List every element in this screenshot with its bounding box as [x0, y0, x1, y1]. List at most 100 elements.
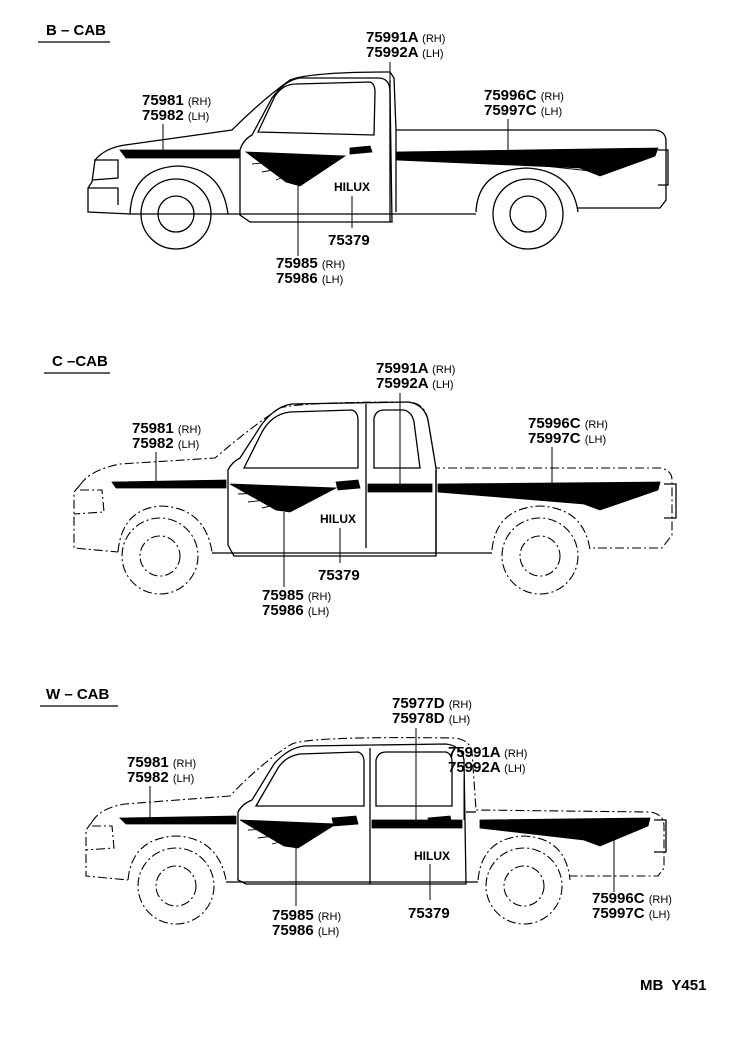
section-w-cab: W – CAB [40, 686, 672, 939]
part-number: 75379 [318, 567, 360, 584]
side-suffix: (RH) [308, 591, 331, 603]
part-number: 75992A [376, 375, 429, 392]
footer-code: MB Y451 [640, 977, 706, 994]
svg-text:75997C (LH): 75997C (LH) [484, 102, 562, 119]
callout-emblem: 75379 [318, 528, 360, 584]
callout-lower: 75985 (RH) 75986 (LH) [272, 848, 341, 939]
callout-emblem: 75379 [328, 196, 370, 249]
side-suffix: (RH) [322, 259, 345, 271]
svg-text:75978D (LH): 75978D (LH) [392, 710, 470, 727]
part-number: 75985 [262, 587, 304, 604]
svg-text:75985 (RH): 75985 (RH) [272, 907, 341, 924]
side-suffix: (RH) [173, 758, 196, 770]
side-suffix: (RH) [188, 96, 211, 108]
section-header: C –CAB [52, 353, 108, 370]
side-suffix: (RH) [422, 33, 445, 45]
part-number: 75986 [262, 602, 304, 619]
part-number: 75991A [376, 360, 429, 377]
section-c-cab: C –CAB [44, 353, 677, 619]
svg-text:75981 (RH): 75981 (RH) [127, 754, 196, 771]
svg-text:75982 (LH): 75982 (LH) [142, 107, 209, 124]
side-suffix: (RH) [649, 894, 672, 906]
side-suffix: (LH) [432, 379, 453, 391]
side-suffix: (RH) [504, 748, 527, 760]
side-suffix: (LH) [318, 926, 339, 938]
svg-text:75996C (RH): 75996C (RH) [528, 415, 608, 432]
svg-text:75991A (RH): 75991A (RH) [366, 29, 445, 46]
truck-c-cab [73, 401, 677, 595]
part-number: 75985 [276, 255, 318, 272]
part-number: 75977D [392, 695, 445, 712]
svg-text:75986 (LH): 75986 (LH) [262, 602, 329, 619]
svg-text:75981 (RH): 75981 (RH) [132, 420, 201, 437]
side-suffix: (LH) [178, 439, 199, 451]
part-number: 75992A [366, 44, 419, 61]
part-number: 75996C [528, 415, 581, 432]
svg-text:75997C (LH): 75997C (LH) [528, 430, 606, 447]
svg-text:75992A (LH): 75992A (LH) [366, 44, 444, 61]
side-suffix: (RH) [432, 364, 455, 376]
callout-right: 75996C (RH) 75997C (LH) [528, 415, 608, 484]
svg-text:75985 (RH): 75985 (RH) [276, 255, 345, 272]
part-number: 75997C [484, 102, 537, 119]
svg-text:75986 (LH): 75986 (LH) [272, 922, 339, 939]
part-number: 75981 [142, 92, 184, 109]
side-suffix: (LH) [188, 111, 209, 123]
side-suffix: (LH) [308, 606, 329, 618]
svg-text:75992A (LH): 75992A (LH) [376, 375, 454, 392]
section-b-cab: B – CAB [38, 22, 669, 287]
svg-text:75977D (RH): 75977D (RH) [392, 695, 472, 712]
callout-right: 75996C (RH) 75997C (LH) [484, 87, 564, 152]
hilux-logo: HILUX [414, 849, 450, 863]
svg-text:75982 (LH): 75982 (LH) [127, 769, 194, 786]
callout-lower: 75985 (RH) 75986 (LH) [276, 186, 345, 287]
section-header: B – CAB [46, 22, 106, 39]
part-number: 75996C [592, 890, 645, 907]
callout-lower: 75985 (RH) 75986 (LH) [262, 512, 331, 619]
part-number: 75986 [276, 270, 318, 287]
callout-top: 75991A (RH) 75992A (LH) [448, 744, 527, 820]
svg-text:75985 (RH): 75985 (RH) [262, 587, 331, 604]
callout-left: 75981 (RH) 75982 (LH) [127, 754, 196, 818]
svg-text:75996C (RH): 75996C (RH) [592, 890, 672, 907]
side-suffix: (RH) [318, 911, 341, 923]
hilux-logo: HILUX [320, 512, 356, 526]
part-number: 75981 [127, 754, 169, 771]
callout-emblem: 75379 [408, 864, 450, 922]
part-number: 75379 [408, 905, 450, 922]
part-number: 75982 [127, 769, 169, 786]
hilux-logo: HILUX [334, 180, 370, 194]
side-suffix: (RH) [449, 699, 472, 711]
callout-roof: 75977D (RH) 75978D (LH) [392, 695, 472, 820]
part-number: 75981 [132, 420, 174, 437]
part-number: 75982 [132, 435, 174, 452]
callout-right: 75996C (RH) 75997C (LH) [592, 828, 672, 922]
side-suffix: (RH) [541, 91, 564, 103]
part-number: 75997C [528, 430, 581, 447]
side-suffix: (LH) [541, 106, 562, 118]
part-number: 75996C [484, 87, 537, 104]
part-number: 75991A [448, 744, 501, 761]
svg-text:75992A (LH): 75992A (LH) [448, 759, 526, 776]
side-suffix: (LH) [449, 714, 470, 726]
callout-top: 75991A (RH) 75992A (LH) [376, 360, 455, 484]
svg-text:75986 (LH): 75986 (LH) [276, 270, 343, 287]
side-suffix: (LH) [585, 434, 606, 446]
svg-text:75996C (RH): 75996C (RH) [484, 87, 564, 104]
part-number: 75985 [272, 907, 314, 924]
part-number: 75991A [366, 29, 419, 46]
callout-top: 75991A (RH) 75992A (LH) [366, 29, 445, 158]
side-suffix: (LH) [504, 763, 525, 775]
svg-text:75991A (RH): 75991A (RH) [448, 744, 527, 761]
truck-w-cab [85, 737, 667, 925]
side-suffix: (LH) [649, 909, 670, 921]
part-number: 75997C [592, 905, 645, 922]
callout-left: 75981 (RH) 75982 (LH) [132, 420, 201, 483]
side-suffix: (RH) [585, 419, 608, 431]
part-number: 75379 [328, 232, 370, 249]
svg-text:75981 (RH): 75981 (RH) [142, 92, 211, 109]
part-number: 75986 [272, 922, 314, 939]
side-suffix: (LH) [322, 274, 343, 286]
section-header: W – CAB [46, 686, 110, 703]
